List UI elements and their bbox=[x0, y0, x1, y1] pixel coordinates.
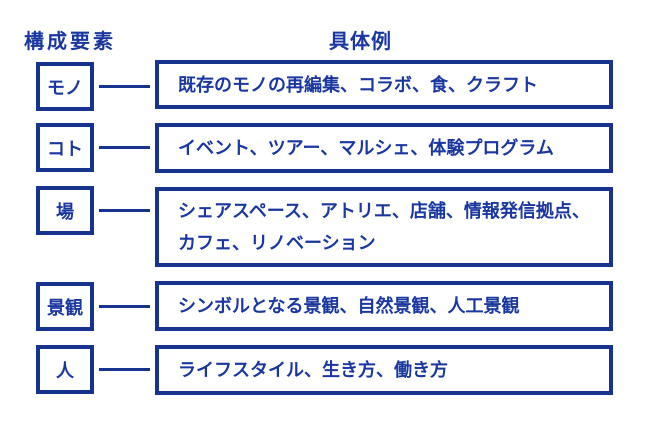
component-label: コト bbox=[47, 138, 83, 159]
column-header-examples: 具体例 bbox=[329, 31, 392, 53]
component-box-ba: 場 bbox=[36, 186, 94, 235]
example-box-hito: ライフスタイル、生き方、働き方 bbox=[155, 345, 613, 395]
connector-line bbox=[99, 85, 150, 88]
example-text: イベント、ツアー、マルシェ、体験プログラム bbox=[178, 138, 554, 158]
component-box-mono: モノ bbox=[36, 62, 94, 111]
example-box-ba: シェアスペース、アトリエ、店舗、情報発信拠点、 カフェ、リノベーション bbox=[155, 187, 613, 267]
example-text: 既存のモノの再編集、コラボ、食、クラフト bbox=[178, 74, 538, 95]
component-box-koto: コト bbox=[36, 123, 94, 172]
example-text-line2: カフェ、リノベーション bbox=[178, 233, 376, 253]
component-label: モノ bbox=[47, 77, 83, 98]
component-label: 人 bbox=[56, 360, 74, 381]
example-text: ライフスタイル、生き方、働き方 bbox=[178, 360, 448, 380]
example-box-mono: 既存のモノの再編集、コラボ、食、クラフト bbox=[155, 60, 613, 109]
connector-line bbox=[99, 305, 150, 308]
component-box-keikan: 景観 bbox=[36, 282, 94, 331]
component-label: 場 bbox=[56, 201, 74, 222]
example-box-keikan: シンボルとなる景観、自然景観、人工景観 bbox=[155, 281, 613, 331]
example-text: シンボルとなる景観、自然景観、人工景観 bbox=[178, 296, 520, 316]
connector-line bbox=[99, 209, 150, 212]
connector-line bbox=[99, 146, 150, 149]
example-text-line1: シェアスペース、アトリエ、店舗、情報発信拠点、 bbox=[178, 201, 590, 221]
connector-line bbox=[99, 368, 150, 371]
column-header-components: 構成要素 bbox=[24, 31, 116, 53]
example-box-koto: イベント、ツアー、マルシェ、体験プログラム bbox=[155, 123, 613, 173]
component-label: 景観 bbox=[47, 297, 83, 318]
component-box-hito: 人 bbox=[36, 345, 94, 394]
